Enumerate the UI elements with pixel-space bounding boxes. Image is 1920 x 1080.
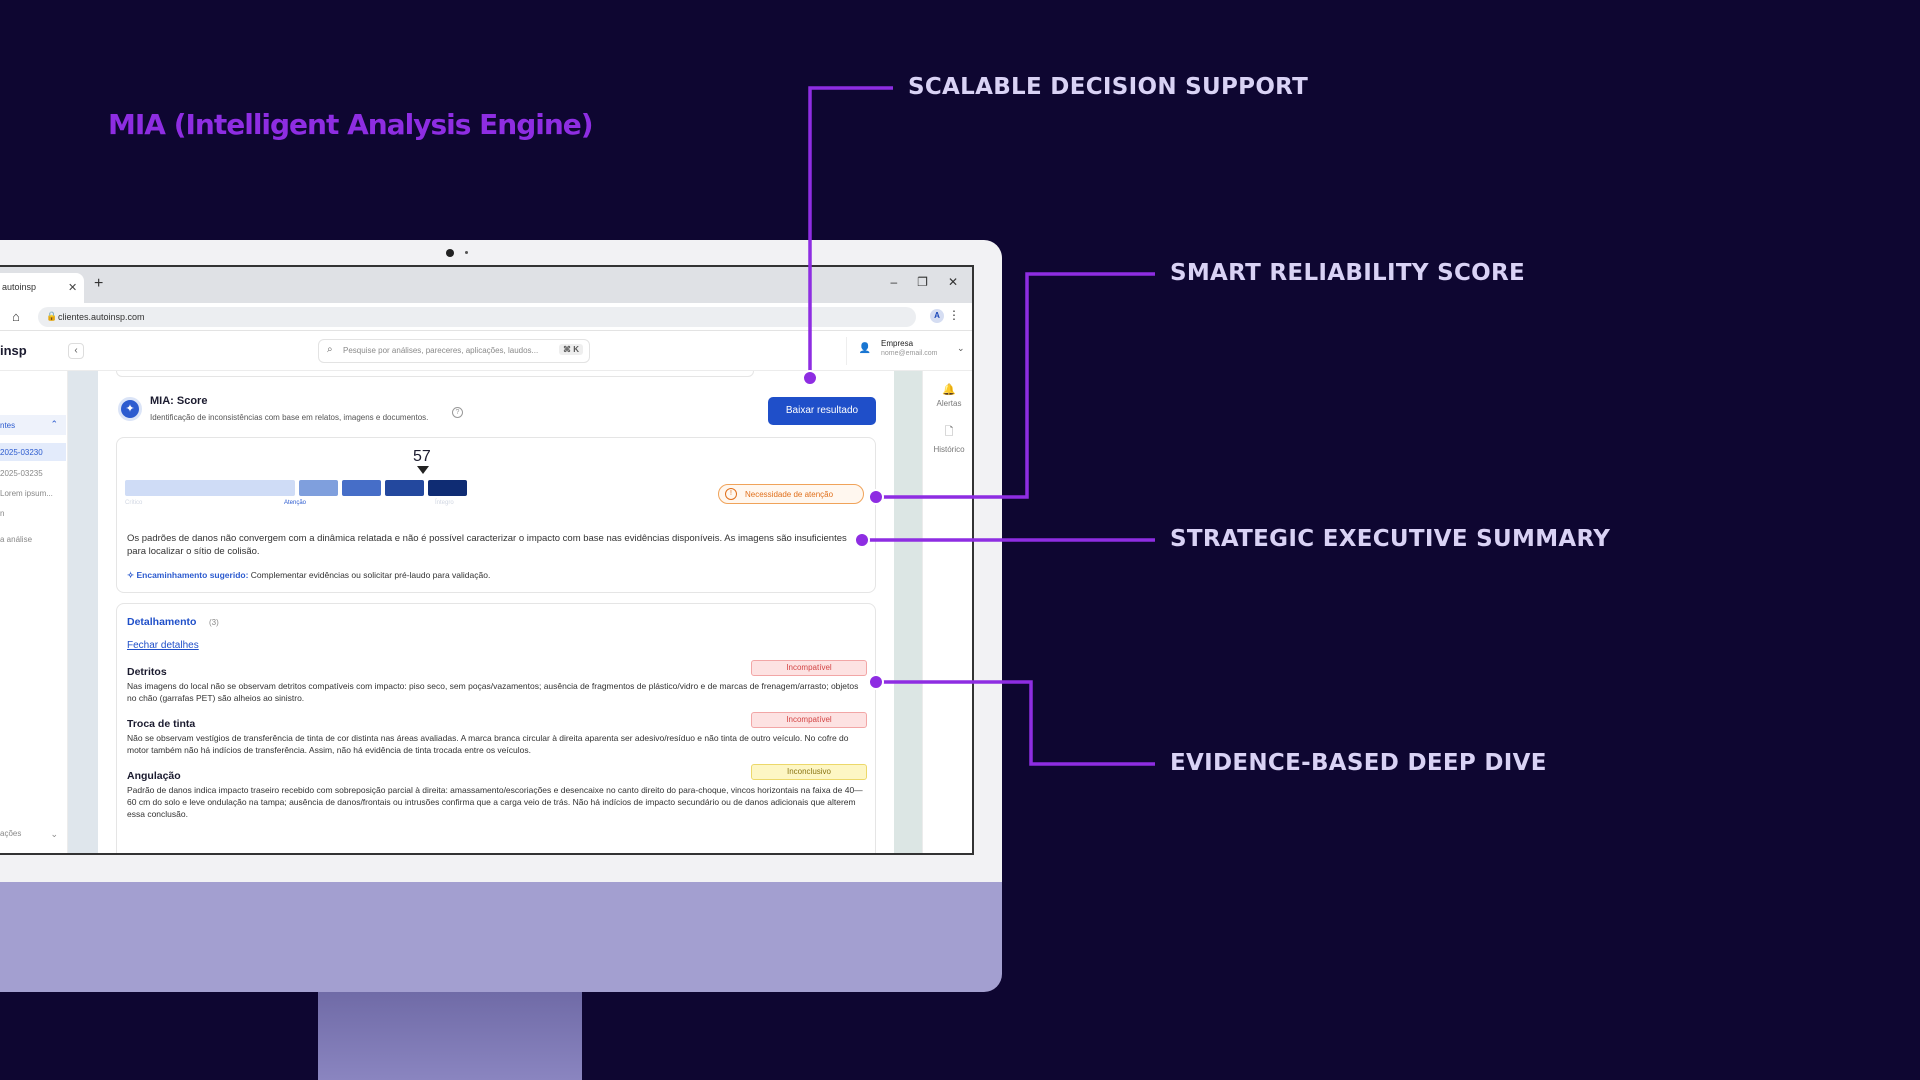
suggested-routing: ✧ Encaminhamento sugerido: Complementar …	[127, 570, 490, 581]
camera-sensor-dot	[465, 251, 468, 254]
collapse-sidebar-icon[interactable]: ‹	[68, 343, 84, 359]
sidebar-item-bottom[interactable]: ações ⌄	[0, 829, 66, 839]
sidebar-item[interactable]: Lorem ipsum...	[0, 489, 53, 498]
segment-label-first: Crítico	[125, 500, 143, 506]
rail-alerts-label: Alertas	[936, 399, 962, 408]
score-card: 57 Crítico Atenção Íntegro ! Necessidade…	[116, 437, 876, 593]
segment-label-attention: Atenção	[284, 500, 307, 506]
app-header: insp ‹ ⌕ Pesquise por análises, parecere…	[0, 331, 972, 371]
bell-icon: 🔔	[942, 384, 956, 396]
search-shortcut: ⌘ K	[559, 344, 583, 355]
attention-badge-label: Necessidade de atenção	[745, 490, 834, 499]
sidebar-bottom-label: ações	[0, 829, 22, 838]
rail-alerts[interactable]: 🔔 Alertas	[923, 383, 972, 408]
monitor-screen: autoinsp ✕ + – ❐ ✕ ⌂ 🔒 clientes.autoinsp…	[0, 265, 974, 855]
detail-item-title: Angulação	[127, 770, 181, 782]
mia-subtitle: Identificação de inconsistências com bas…	[150, 413, 429, 422]
chevron-down-icon: ⌄	[50, 829, 58, 839]
status-badge: Incompatível	[751, 660, 867, 676]
document-icon: 🗋	[944, 426, 954, 438]
window-controls: – ❐ ✕	[890, 275, 958, 289]
address-bar[interactable]: 🔒 clientes.autoinsp.com	[38, 307, 916, 327]
rail-history-label: Histórico	[933, 445, 965, 454]
routing-label: Encaminhamento sugerido:	[136, 570, 249, 580]
detail-item-text: Padrão de danos indica impacto traseiro …	[127, 785, 863, 819]
browser-tabbar: autoinsp ✕ + – ❐ ✕	[0, 267, 972, 303]
details-title: Detalhamento	[127, 616, 197, 628]
alert-icon: !	[725, 488, 737, 500]
sidebar-group-clientes[interactable]: ntes ⌃	[0, 415, 66, 435]
score-segment-4	[385, 480, 424, 496]
new-tab-icon[interactable]: +	[94, 275, 104, 292]
sidebar-item[interactable]: a análise	[0, 535, 33, 544]
headline: MIA (Intelligent Analysis Engine)	[108, 108, 594, 141]
previous-card-edge	[116, 371, 754, 377]
close-details-link[interactable]: Fechar detalhes	[127, 640, 199, 651]
main-content: ✦ MIA: Score Identificação de inconsistê…	[98, 371, 894, 853]
executive-summary: Os padrões de danos não convergem com a …	[127, 533, 847, 557]
detail-item-text: Não se observam vestígios de transferênc…	[127, 733, 849, 755]
monitor-stand	[318, 990, 582, 1080]
sidebar-item[interactable]: 2025-03235	[0, 469, 43, 478]
segment-label-last: Íntegro	[435, 500, 454, 506]
search-input[interactable]: ⌕ Pesquise por análises, pareceres, apli…	[318, 339, 590, 363]
callout-deep-dive: EVIDENCE-BASED DEEP DIVE	[1170, 750, 1547, 776]
score-pointer-icon	[417, 466, 429, 474]
score-segment-3	[342, 480, 381, 496]
restore-icon[interactable]: ❐	[917, 275, 928, 289]
browser-tab-title: autoinsp	[2, 282, 37, 292]
details-card: Detalhamento (3) Fechar detalhes Detrito…	[116, 603, 876, 853]
help-icon[interactable]: ?	[452, 407, 463, 418]
search-icon: ⌕	[327, 344, 333, 355]
score-segment-1	[125, 480, 295, 496]
minimize-icon[interactable]: –	[890, 275, 898, 289]
brand-logo: insp	[0, 343, 27, 358]
browser-tab[interactable]: autoinsp ✕	[0, 273, 84, 303]
chevron-down-icon: ⌄	[957, 343, 965, 353]
camera-dot	[446, 249, 454, 257]
details-count: (3)	[209, 618, 219, 627]
detail-item-title: Troca de tinta	[127, 718, 196, 730]
right-rail: 🔔 Alertas 🗋 Histórico	[922, 371, 972, 853]
score-segment-2	[299, 480, 338, 496]
lock-icon: 🔒	[46, 311, 58, 321]
window-close-icon[interactable]: ✕	[947, 275, 958, 289]
detail-item-text: Nas imagens do local não se observam det…	[127, 681, 859, 703]
routing-text: Complementar evidências ou solicitar pré…	[248, 570, 491, 580]
attention-badge: ! Necessidade de atenção	[718, 484, 864, 504]
address-text: clientes.autoinsp.com	[58, 312, 145, 322]
sidebar-item-active[interactable]: 2025-03230	[0, 443, 66, 461]
user-icon: 👤	[858, 343, 872, 354]
user-email: nome@email.com	[881, 350, 938, 357]
user-menu[interactable]: 👤 Empresa nome@email.com ⌄	[846, 337, 965, 365]
tab-close-icon[interactable]: ✕	[68, 282, 78, 294]
download-result-button[interactable]: Baixar resultado	[768, 397, 876, 425]
score-segment-5	[428, 480, 467, 496]
callout-executive-summary: STRATEGIC EXECUTIVE SUMMARY	[1170, 526, 1611, 552]
sparkle-icon: ✦	[118, 397, 142, 421]
rail-history[interactable]: 🗋 Histórico	[923, 423, 972, 454]
status-badge: Inconclusivo	[751, 764, 867, 780]
sidebar-group-label: ntes	[0, 421, 16, 430]
monitor-chin	[0, 880, 1002, 992]
browser-menu-icon[interactable]: ⋮	[948, 308, 960, 322]
browser-urlbar: ⌂ 🔒 clientes.autoinsp.com A ⋮	[0, 303, 972, 331]
user-name: Empresa	[881, 339, 914, 348]
home-icon[interactable]: ⌂	[12, 309, 20, 324]
score-value: 57	[413, 448, 431, 465]
search-placeholder: Pesquise por análises, pareceres, aplica…	[343, 346, 539, 355]
mia-title: MIA: Score	[150, 395, 208, 407]
callout-reliability-score: SMART RELIABILITY SCORE	[1170, 260, 1526, 286]
extension-icon[interactable]: A	[930, 309, 944, 323]
chevron-up-icon: ⌃	[50, 419, 58, 429]
sparkle-icon: ✧	[127, 570, 137, 580]
content-gutter	[68, 371, 98, 853]
callout-decision-support: SCALABLE DECISION SUPPORT	[908, 74, 1309, 100]
status-badge: Incompatível	[751, 712, 867, 728]
detail-item-title: Detritos	[127, 666, 167, 678]
content-gutter-right	[894, 371, 922, 853]
sidebar-item[interactable]: n	[0, 509, 5, 518]
sidebar: ntes ⌃ 2025-03230 2025-03235 Lorem ipsum…	[0, 371, 68, 853]
